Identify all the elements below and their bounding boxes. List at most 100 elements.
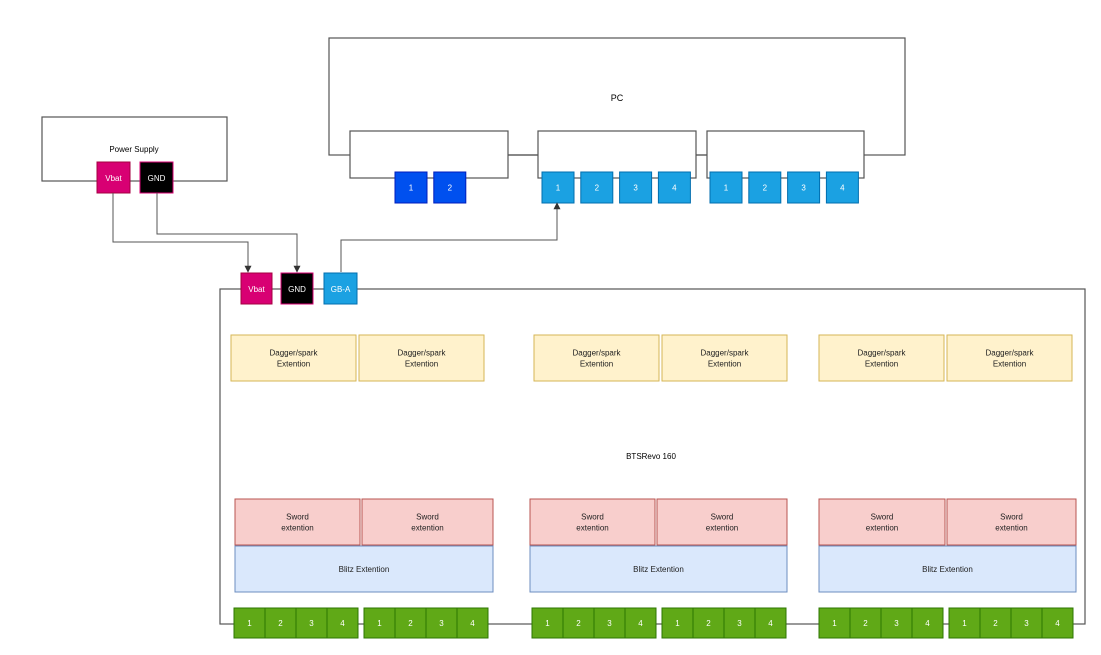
sword-module bbox=[946, 498, 1077, 546]
pc-port bbox=[825, 171, 859, 204]
bottom-port bbox=[1010, 607, 1043, 639]
bottom-port-label: 3 bbox=[439, 619, 444, 628]
dagger-module bbox=[818, 334, 945, 382]
bottom-port-label: 4 bbox=[925, 619, 930, 628]
pc-port bbox=[619, 171, 653, 204]
pc-port bbox=[709, 171, 743, 204]
bottom-port-label: 4 bbox=[638, 619, 643, 628]
sword-module bbox=[818, 498, 946, 546]
bottom-port bbox=[394, 607, 427, 639]
bottom-port bbox=[911, 607, 944, 639]
bts-vbat-label: Vbat bbox=[248, 285, 265, 294]
pc-port bbox=[657, 171, 691, 204]
blitz-module-label: Blitz Extention bbox=[633, 565, 684, 574]
bottom-port-label: 4 bbox=[1055, 619, 1060, 628]
bottom-port-label: 3 bbox=[1024, 619, 1029, 628]
bottom-port-label: 1 bbox=[832, 619, 837, 628]
bottom-port-label: 2 bbox=[993, 619, 998, 628]
bottom-port bbox=[264, 607, 297, 639]
bottom-port-label: 2 bbox=[706, 619, 711, 628]
power-supply-label: Power Supply bbox=[109, 145, 158, 154]
ps-gnd-terminal bbox=[139, 161, 174, 194]
sword-module bbox=[656, 498, 788, 546]
ps-vbat-terminal bbox=[96, 161, 131, 194]
sword-module bbox=[234, 498, 361, 546]
blitz-module-label: Blitz Extention bbox=[339, 565, 390, 574]
power-supply-box bbox=[41, 116, 228, 182]
pc-port bbox=[433, 171, 467, 204]
pc-port bbox=[580, 171, 614, 204]
bottom-port bbox=[593, 607, 626, 639]
pc-card-1 bbox=[349, 130, 509, 179]
pc-port-label: 4 bbox=[672, 183, 677, 192]
bts-gba-label: GB-A bbox=[331, 285, 351, 294]
bottom-port-label: 1 bbox=[675, 619, 680, 628]
pc-port-label: 1 bbox=[556, 183, 561, 192]
pc-port bbox=[541, 171, 575, 204]
pc-card-3 bbox=[706, 130, 865, 179]
bottom-port-label: 4 bbox=[340, 619, 345, 628]
pc-card-2 bbox=[537, 130, 697, 179]
bottom-port bbox=[979, 607, 1012, 639]
pc-port-label: 2 bbox=[595, 183, 600, 192]
pc-port-label: 4 bbox=[840, 183, 845, 192]
bottom-port bbox=[624, 607, 657, 639]
dagger-module bbox=[358, 334, 485, 382]
bottom-port bbox=[754, 607, 787, 639]
bottom-port-label: 1 bbox=[962, 619, 967, 628]
pc-port bbox=[787, 171, 821, 204]
bts-gba-terminal bbox=[323, 272, 358, 305]
bottom-port bbox=[363, 607, 396, 639]
sword-module bbox=[361, 498, 494, 546]
bottom-port-label: 1 bbox=[545, 619, 550, 628]
bottom-port-label: 4 bbox=[470, 619, 475, 628]
blitz-module bbox=[818, 545, 1077, 593]
bottom-port-label: 3 bbox=[737, 619, 742, 628]
bottom-port bbox=[562, 607, 595, 639]
pc-label: PC bbox=[611, 93, 624, 103]
bts-vbat-terminal bbox=[240, 272, 273, 305]
bottom-port-label: 2 bbox=[576, 619, 581, 628]
dagger-module bbox=[533, 334, 660, 382]
bottom-port-label: 2 bbox=[863, 619, 868, 628]
pc-port bbox=[748, 171, 782, 204]
bottom-port bbox=[723, 607, 756, 639]
ps-vbat-label: Vbat bbox=[105, 174, 122, 183]
blitz-module bbox=[529, 545, 788, 593]
pc-port-label: 1 bbox=[724, 183, 729, 192]
bottom-port bbox=[818, 607, 851, 639]
wire-gnd bbox=[156, 193, 301, 273]
bts-gnd-terminal bbox=[280, 272, 314, 305]
bottom-port-label: 1 bbox=[247, 619, 252, 628]
pc-port-label: 1 bbox=[409, 183, 414, 192]
sword-module bbox=[529, 498, 656, 546]
bts-gnd-label: GND bbox=[288, 285, 306, 294]
bottom-port bbox=[661, 607, 694, 639]
bottom-port-label: 3 bbox=[309, 619, 314, 628]
wire-vbat bbox=[112, 193, 252, 273]
bottom-port bbox=[326, 607, 359, 639]
wire-gba-to-pc bbox=[340, 202, 561, 272]
pc-port-label: 2 bbox=[763, 183, 768, 192]
bottom-port-label: 2 bbox=[408, 619, 413, 628]
dagger-module bbox=[230, 334, 357, 382]
ps-gnd-label: GND bbox=[148, 174, 166, 183]
blitz-module bbox=[234, 545, 494, 593]
pc-port-label: 3 bbox=[801, 183, 806, 192]
